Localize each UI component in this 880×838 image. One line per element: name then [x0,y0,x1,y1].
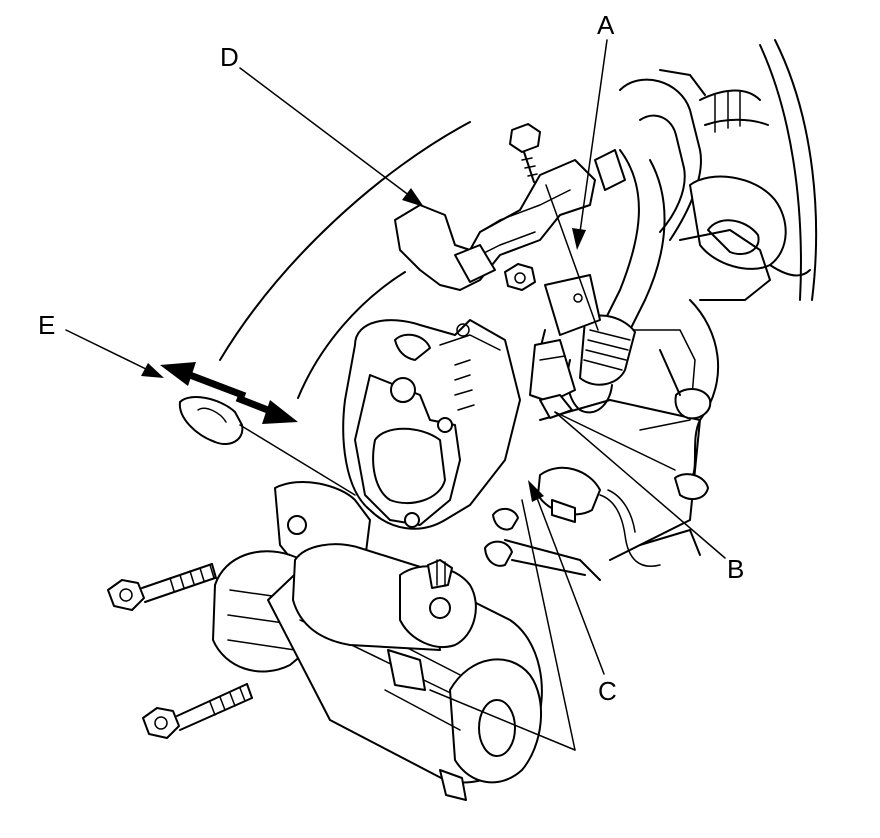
connector-c [537,466,701,567]
wiring-harness [619,69,811,301]
callout-label-e: E [38,310,55,340]
right-mount-bolt [659,349,712,420]
callout-label-a: A [597,10,615,40]
mounting-flange [342,319,521,530]
callout-label-c: C [598,676,617,706]
starter-motor [212,481,543,801]
dowel-pins [484,473,709,581]
bracket-bolt [509,123,541,183]
removal-direction-arrow [160,362,356,496]
callout-label-d: D [220,42,239,72]
bracket-nut [504,263,536,291]
leader-lines [65,39,726,751]
starter-bolt-upper [107,563,217,611]
starter-cable [566,149,666,414]
callout-label-b: B [727,554,744,584]
harness-bracket [394,149,626,291]
starter-bolt-lower [142,683,253,739]
connector-b [529,339,576,419]
